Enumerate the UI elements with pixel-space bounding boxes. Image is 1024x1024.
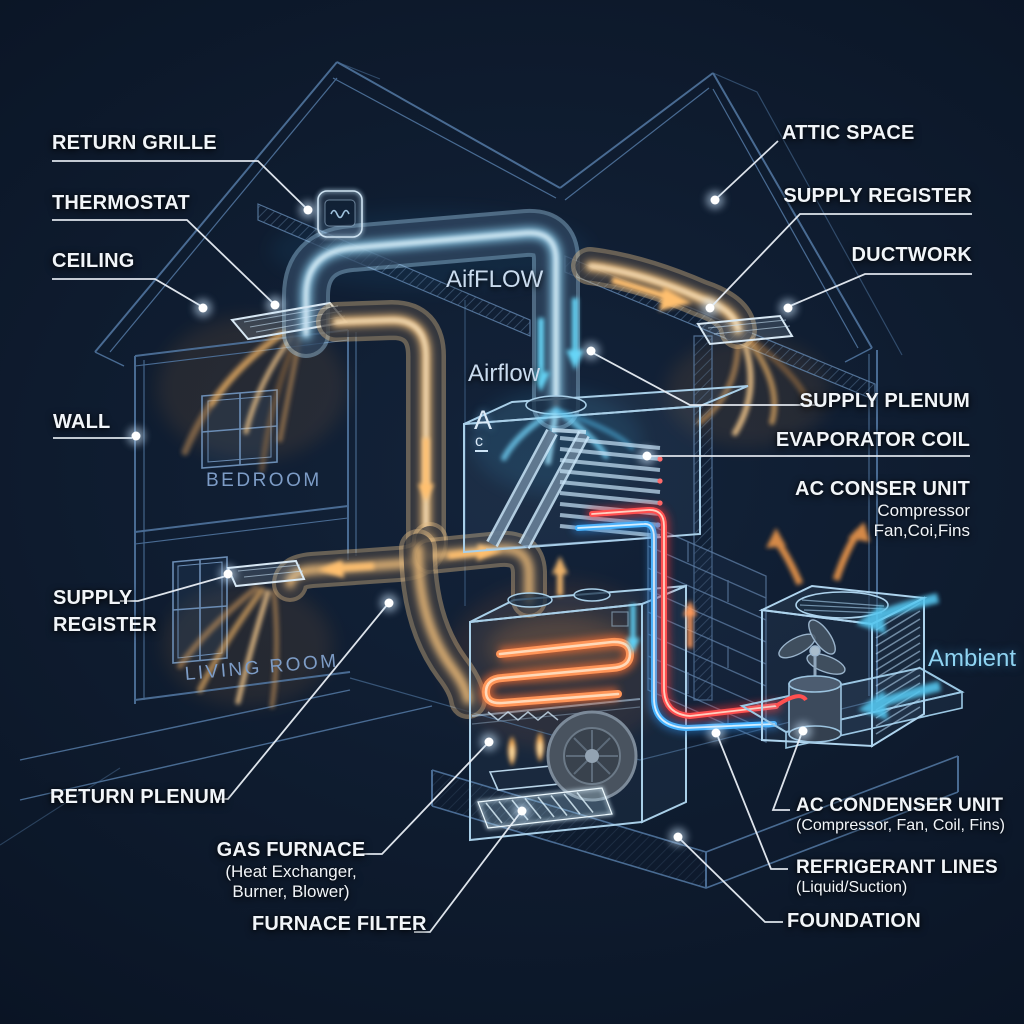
refrigerant-lines xyxy=(572,504,782,734)
evaporator-box-letter-a: A xyxy=(474,405,493,435)
leader-attic-space xyxy=(716,140,779,199)
evaporator-box-letter-c: c xyxy=(475,433,488,452)
label-gas-furnace-sub2: Burner, Blower) xyxy=(232,881,350,901)
label-evaporator-coil: EVAPORATOR COIL xyxy=(775,429,970,451)
leader-lines xyxy=(52,140,972,933)
label-gas-furnace-sub1: (Heat Exchanger, xyxy=(225,862,357,881)
cool-airflow-arrows xyxy=(532,298,584,392)
warm-airflow-arrows xyxy=(318,276,692,596)
furnace-filter xyxy=(476,786,614,830)
annotation-ambient: Ambient xyxy=(928,645,1017,672)
room-label-bedroom: BEDROOM xyxy=(206,470,322,491)
label-supply-register-left: SUPPLY REGISTER xyxy=(53,585,157,639)
leader-foundation xyxy=(679,838,783,923)
label-foundation: FOUNDATION xyxy=(787,910,921,932)
leader-thermostat xyxy=(52,219,274,304)
living-room-window xyxy=(172,556,228,664)
attic-register-airstreams xyxy=(697,337,811,436)
house-wireframe xyxy=(0,61,959,889)
leader-ductwork xyxy=(789,273,972,307)
leader-supply-register-left xyxy=(120,575,227,602)
blower-fan xyxy=(546,710,638,802)
blue-supply-duct xyxy=(282,208,580,430)
evaporator-box-letters: A c xyxy=(474,405,493,452)
label-ac-conser-unit-sub1: Compressor xyxy=(877,501,970,520)
label-supply-register-left-line1: SUPPLY xyxy=(53,587,133,609)
label-ac-condenser-unit-title: AC CONDENSER UNIT xyxy=(796,795,1004,816)
leader-refrigerant xyxy=(717,736,788,870)
label-ac-conser-unit: AC CONSER UNIT Compressor Fan,Coi,Fins xyxy=(795,478,970,540)
label-gas-furnace-title: GAS FURNACE xyxy=(216,839,366,861)
label-return-grille: RETURN GRILLE xyxy=(52,132,217,154)
label-furnace-filter: FURNACE FILTER xyxy=(252,913,427,935)
label-ductwork: DUCTWORK xyxy=(851,244,972,266)
label-thermostat: THERMOSTAT xyxy=(52,192,190,214)
living-room-supply-airstreams xyxy=(177,585,280,709)
bedroom-return-airstreams xyxy=(181,329,303,473)
label-ceiling: CEILING xyxy=(52,250,135,272)
leader-gas-furnace xyxy=(358,743,488,855)
label-gas-furnace: GAS FURNACE (Heat Exchanger, Burner, Blo… xyxy=(206,839,376,901)
leader-return-grille xyxy=(52,160,307,209)
ambient-intake-arrows xyxy=(856,593,942,720)
label-return-plenum: RETURN PLENUM xyxy=(50,786,226,808)
supply-register-attic xyxy=(696,314,794,346)
gas-furnace xyxy=(469,584,687,842)
leader-furnace-filter xyxy=(414,812,521,933)
exhaust-arrows xyxy=(766,522,870,586)
label-refrigerant-lines-title: REFRIGERANT LINES xyxy=(796,857,998,878)
annotation-airflow-mid: Airflow xyxy=(468,360,541,387)
leader-ac-condenser xyxy=(771,734,802,811)
label-refrigerant-lines: REFRIGERANT LINES (Liquid/Suction) xyxy=(796,857,998,897)
refrigerant-flow-arrows xyxy=(626,600,697,654)
ac-condenser-unit xyxy=(739,522,965,750)
leader-return-plenum xyxy=(215,604,388,800)
condenser-fan xyxy=(778,619,846,682)
label-wall: WALL xyxy=(53,411,111,433)
bedroom-window xyxy=(201,389,278,469)
label-refrigerant-lines-sub: (Liquid/Suction) xyxy=(796,878,908,896)
leader-ceiling xyxy=(52,278,202,307)
label-supply-register-right: SUPPLY REGISTER xyxy=(783,185,972,207)
label-ac-condenser-unit-sub: (Compressor, Fan, Coil, Fins) xyxy=(796,816,1005,834)
leader-supply-register-right xyxy=(711,213,972,307)
label-ac-conser-unit-title: AC CONSER UNIT xyxy=(794,478,970,500)
label-attic-space: ATTIC SPACE xyxy=(782,122,915,144)
leader-dots xyxy=(127,191,812,846)
supply-register-living-room xyxy=(226,559,306,588)
thermostat xyxy=(317,190,363,238)
label-ac-conser-unit-sub2: Fan,Coi,Fins xyxy=(873,520,970,540)
leader-supply-plenum xyxy=(592,352,823,406)
label-supply-plenum: SUPPLY PLENUM xyxy=(799,390,970,412)
label-supply-register-left-line2: REGISTER xyxy=(53,614,157,636)
annotation-airflow-top: AifFLOW xyxy=(446,266,544,293)
label-ac-condenser-unit: AC CONDENSER UNIT (Compressor, Fan, Coil… xyxy=(796,795,1005,835)
